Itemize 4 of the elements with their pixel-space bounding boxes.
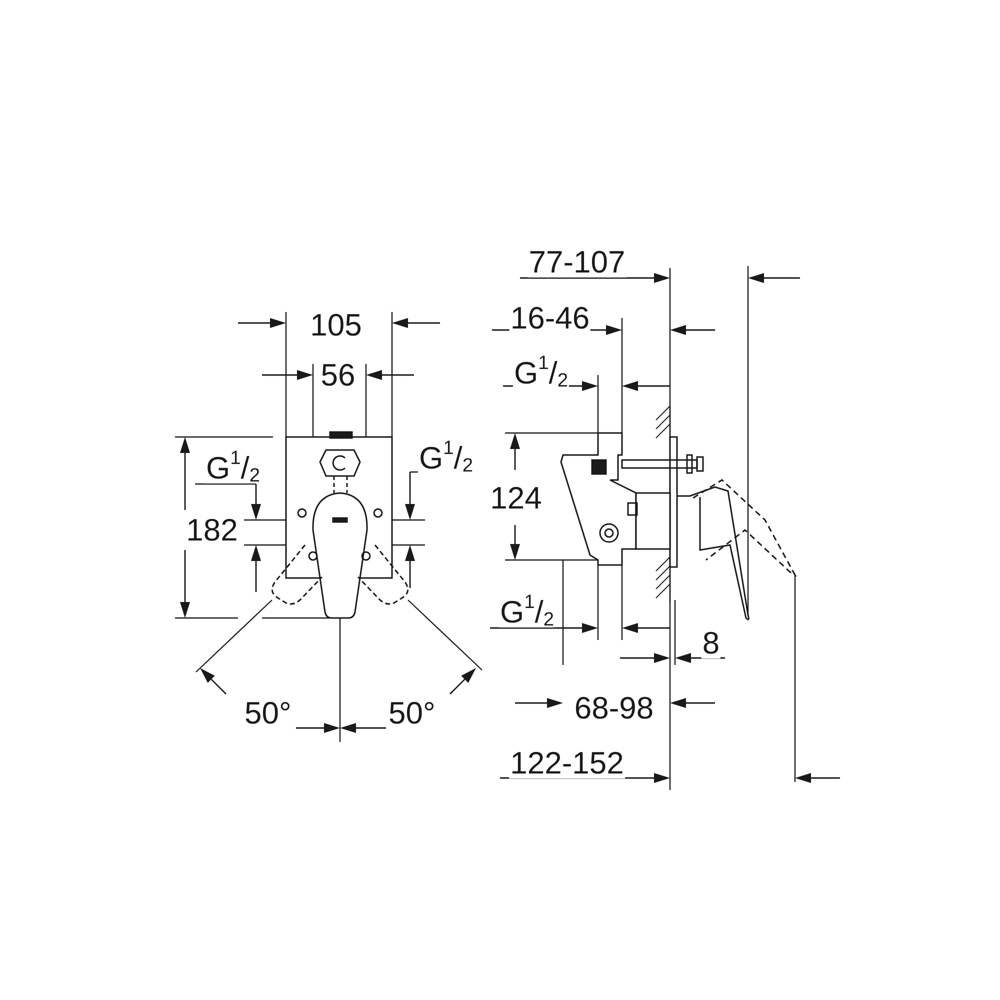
dimension-label: G$^{1}$/$_{2}$ [512,358,570,388]
dimension-label: G$^{1}$/$_{2}$ [204,452,262,484]
dimension-label: G$^{1}$/$_{2}$ [418,442,474,474]
dimension-label: G$^{1}$/$_{2}$ [498,596,556,628]
